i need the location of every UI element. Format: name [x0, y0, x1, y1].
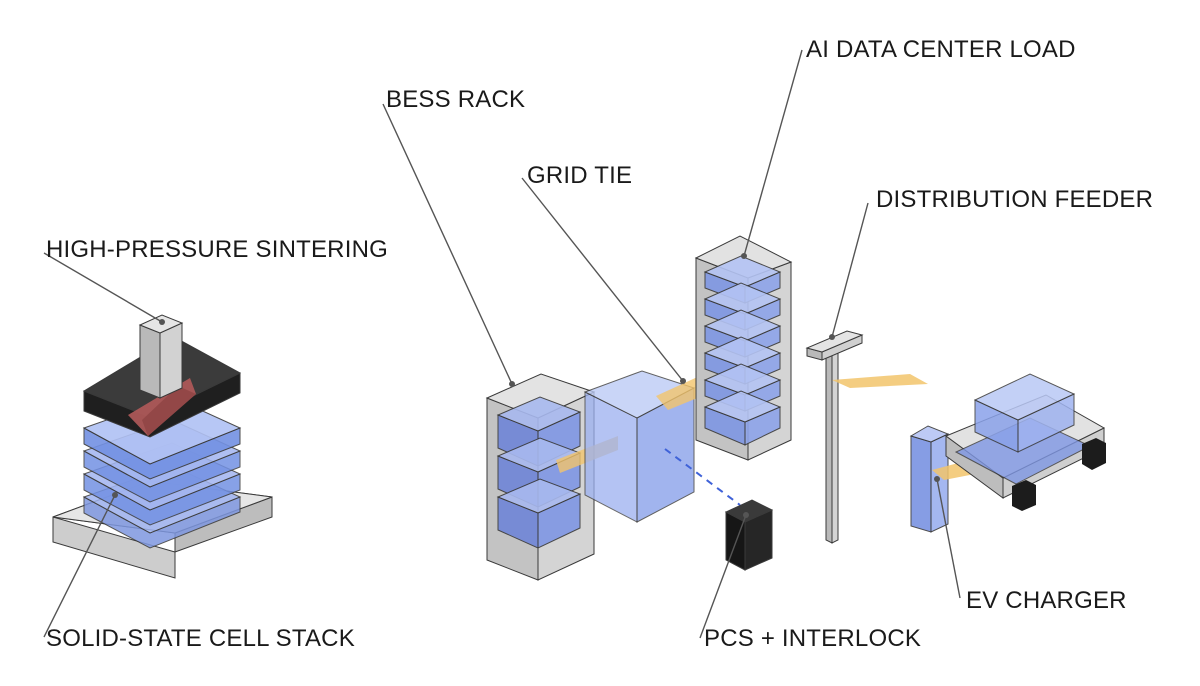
- bess-modules: [496, 396, 582, 549]
- ev-charger-post: [909, 425, 950, 533]
- distribution-feeder-pole: [805, 330, 864, 544]
- label-ai-data-center-load: AI DATA CENTER LOAD: [806, 36, 1076, 63]
- label-grid-tie: GRID TIE: [527, 162, 633, 189]
- high-pressure-sintering-press: [82, 314, 242, 438]
- label-bess-rack: BESS RACK: [386, 86, 526, 113]
- bess-rack: [485, 373, 596, 581]
- ev-vehicle: [944, 373, 1106, 511]
- label-distribution-feeder: DISTRIBUTION FEEDER: [876, 186, 1154, 213]
- ai-data-center-rack: [694, 235, 793, 461]
- leader-lines: [43, 49, 961, 639]
- solid-state-cell-stack: [52, 396, 273, 579]
- label-pcs-interlock: PCS + INTERLOCK: [704, 625, 922, 652]
- cell-layers: [82, 396, 242, 549]
- label-solid-state-cell-stack: SOLID-STATE CELL STACK: [46, 625, 355, 652]
- data-center-modules: [703, 255, 782, 446]
- label-ev-charger: EV CHARGER: [966, 587, 1127, 614]
- pcs-interlock-cabinet: [724, 499, 774, 571]
- grid-tie-cube: [583, 370, 696, 523]
- label-high-pressure-sintering: HIGH-PRESSURE SINTERING: [46, 236, 388, 263]
- power-flow-feeder: [832, 374, 928, 388]
- pcs-link-dashed: [664, 448, 741, 506]
